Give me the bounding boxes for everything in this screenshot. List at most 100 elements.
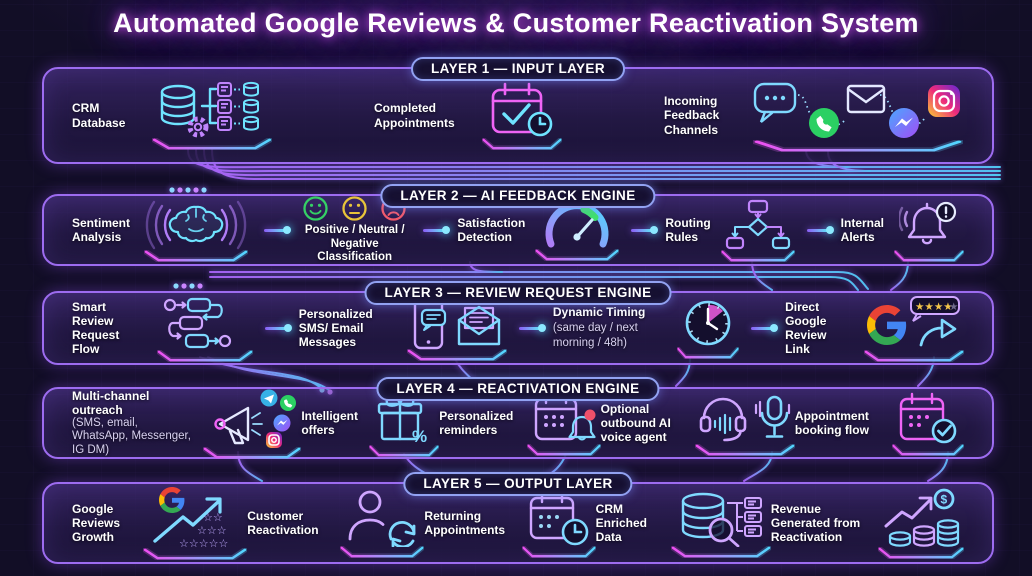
pedestal: [203, 447, 301, 459]
crm-enriched-data-item: CRM Enriched Data: [596, 489, 771, 558]
multichannel-outreach-item: Multi-channel outreach (SMS, email, What…: [72, 388, 301, 459]
whatsapp-icon: [809, 108, 839, 138]
telegram-mini-icon: [260, 389, 278, 406]
chat-whatsapp-email-messenger-instagram-icons: [753, 82, 960, 138]
classification-item: Positive / Neutral / Negative Classifica…: [298, 195, 411, 265]
returning-appointments-label: Returning Appointments: [424, 508, 506, 537]
pedestal: [340, 546, 424, 558]
returning-appointments-item: Returning Appointments: [424, 489, 595, 558]
layer-4-badge: LAYER 4 — REACTIVATION ENGINE: [376, 377, 660, 401]
neutral-face-icon: [342, 196, 367, 221]
google-review-link-item: Direct Google Review Link ★★★★ ★: [785, 295, 964, 362]
pedestal: [894, 250, 964, 262]
positive-face-icon: [303, 196, 328, 221]
page-title: Automated Google Reviews & Customer Reac…: [113, 8, 919, 38]
internal-alerts-label: Internal Alerts: [840, 215, 884, 244]
incoming-feedback-label: Incoming Feedback Channels: [664, 94, 720, 137]
layer-3-badge: LAYER 3 — REVIEW REQUEST ENGINE: [364, 281, 672, 305]
customer-reactivation-item: Customer Reactivation: [247, 489, 424, 558]
connector-line: [518, 326, 541, 330]
pedestal: [677, 347, 739, 359]
layer-2-badge: LAYER 2 — AI FEEDBACK ENGINE: [380, 184, 656, 208]
ai-voice-agent-label: Optional outbound AI voice agent: [600, 401, 671, 445]
layer-2-ai-feedback-engine: LAYER 2 — AI FEEDBACK ENGINE Sentiment A…: [42, 184, 994, 266]
pedestal: [864, 350, 964, 362]
layer-1-badge: LAYER 1 — INPUT LAYER: [411, 57, 625, 81]
connector-line: [264, 326, 287, 330]
crm-enriched-data-label: CRM Enriched Data: [595, 501, 648, 545]
pedestal: [671, 546, 771, 558]
svg-text:★★★★: ★★★★: [915, 301, 953, 313]
dynamic-timing-label: Dynamic Timing (same day / next morning …: [552, 305, 646, 350]
person-refresh-icon: [349, 490, 416, 547]
pedestal: [527, 444, 601, 456]
pedestal: [753, 140, 963, 152]
svg-text:☆☆☆☆☆: ☆☆☆☆☆: [179, 537, 228, 549]
pedestal: [721, 250, 795, 262]
intelligent-offers-item: Intelligent offers %: [301, 390, 439, 457]
connector-line: [264, 228, 287, 232]
completed-appointments-label: Completed Appointments: [374, 101, 455, 130]
pedestal: [144, 250, 248, 262]
gift-percent-icon: %: [378, 394, 427, 446]
layer-3-review-request-engine: LAYER 3 — REVIEW REQUEST ENGINE Smart Re…: [42, 281, 994, 365]
google-review-link-label: Direct Google Review Link: [785, 299, 827, 357]
multichannel-outreach-label: Multi-channel outreach (SMS, email, What…: [72, 388, 191, 456]
crm-database-item: CRM Database: [72, 81, 272, 150]
flowchart-decision-icon: [725, 199, 790, 249]
pedestal: [482, 138, 562, 150]
sentiment-analysis-label: Sentiment Analysis: [72, 215, 131, 244]
pedestal: [878, 547, 964, 559]
sentiment-analysis-item: Sentiment Analysis: [72, 199, 252, 262]
google-reviews-growth-label: Google Reviews Growth: [72, 501, 121, 545]
layer-1-input-layer: LAYER 1 — INPUT LAYER CRM Database: [42, 57, 994, 164]
calendar-check-icon: [899, 392, 957, 443]
satisfaction-detection-item: Satisfaction Detection: [457, 200, 619, 261]
dynamic-timing-item: Dynamic Timing (same day / next morning …: [553, 298, 739, 359]
connector-line: [423, 228, 446, 232]
workflow-steps-icon: [163, 297, 231, 348]
headset-microphone-icon: [699, 395, 791, 441]
pedestal: [369, 445, 439, 457]
database-magnifier-icon: [681, 492, 762, 547]
personalized-reminders-label: Personalized reminders: [439, 408, 514, 437]
classification-label: Positive / Neutral / Negative Classifica…: [304, 224, 405, 264]
svg-text:%: %: [412, 427, 427, 446]
svg-text:$: $: [941, 492, 948, 506]
google-g-stars-share-icon: ★★★★ ★: [867, 295, 960, 346]
connector-line: [631, 228, 654, 232]
revenue-generated-item: Revenue Generated from Reactivation $: [771, 488, 964, 559]
satisfaction-detection-label: Satisfaction Detection: [457, 215, 526, 244]
incoming-feedback-item: Incoming Feedback Channels: [664, 79, 964, 152]
connector-line: [806, 228, 829, 232]
svg-text:☆☆☆: ☆☆☆: [197, 524, 227, 537]
layer-5-output-layer: LAYER 5 — OUTPUT LAYER Google Reviews Gr…: [42, 472, 994, 564]
pedestal: [407, 349, 507, 361]
calendar-check-clock-icon: [491, 82, 553, 137]
sms-email-label: Personalized SMS/ Email Messages: [298, 306, 373, 350]
layer-5-badge: LAYER 5 — OUTPUT LAYER: [403, 472, 633, 496]
pedestal: [892, 444, 964, 456]
routing-rules-item: Routing Rules: [665, 199, 794, 262]
messenger-mini-icon: [273, 414, 291, 431]
pedestal: [143, 548, 247, 560]
megaphone-channels-icon: [214, 389, 297, 448]
brain-waves-icon: [145, 200, 247, 249]
smart-review-flow-item: Smart Review Request Flow: [72, 295, 253, 362]
layer-4-reactivation-engine: LAYER 4 — REACTIVATION ENGINE Multi-chan…: [42, 377, 994, 459]
google-reviews-growth-item: Google Reviews Growth ☆☆ ☆☆☆ ☆☆☆☆☆: [72, 486, 247, 560]
clock-wedge-icon: [685, 300, 731, 345]
bell-alert-icon: [899, 201, 957, 244]
instagram-mini-icon: [266, 431, 283, 448]
revenue-generated-label: Revenue Generated from Reactivation: [770, 501, 861, 545]
whatsapp-mini-icon: [280, 394, 297, 411]
appointment-booking-item: Appointment booking flow: [795, 391, 964, 456]
svg-text:☆☆: ☆☆: [203, 511, 223, 524]
email-icon: [846, 84, 886, 114]
pedestal: [695, 444, 795, 456]
database-gear-icon: [160, 81, 259, 138]
routing-rules-label: Routing Rules: [665, 215, 711, 244]
connector-line: [751, 326, 774, 330]
appointment-booking-label: Appointment booking flow: [794, 408, 869, 437]
